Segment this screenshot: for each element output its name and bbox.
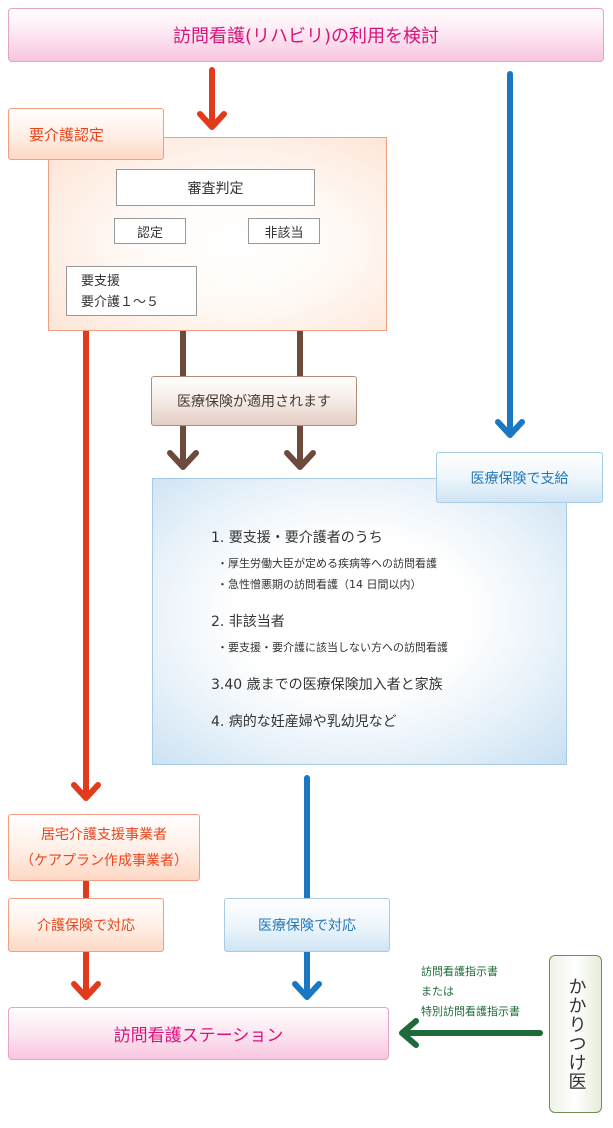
station-box: 訪問看護ステーション — [8, 1007, 389, 1060]
care-cert-label: 要介護認定 — [29, 125, 105, 144]
arrow-banner-to-care-cert — [197, 67, 227, 130]
certified-label: 認定 — [136, 225, 163, 241]
item1-sub1: ・厚生労働大臣が定める疾病等への訪問看護 — [217, 557, 437, 570]
care-manager-box: 居宅介護支援事業者 （ケアプラン作成事業者） — [8, 814, 200, 881]
medical-insurance-handle-label: 医療保険で対応 — [258, 918, 356, 934]
arrow-banner-to-medical-paid — [495, 71, 525, 438]
arrow-medical-handle-to-station — [292, 949, 322, 1000]
support-line2: 要介護１～５ — [81, 295, 160, 310]
top-banner: 訪問看護(リハビリ)の利用を検討 — [8, 8, 604, 62]
support-line1: 要支援 — [81, 274, 121, 289]
medical-insurance-handle-box: 医療保険で対応 — [224, 898, 390, 952]
medical-insurance-paid-label: 医療保険で支給 — [470, 470, 569, 487]
instruction-line3: 特別訪問看護指示書 — [421, 1005, 520, 1018]
review-label: 審査判定 — [187, 180, 244, 197]
medical-insurance-applied-box: 医療保険が適用されます — [151, 376, 357, 426]
certified-box: 認定 — [114, 218, 186, 244]
arrow-care-insurance-to-station — [71, 949, 101, 1000]
station-label: 訪問看護ステーション — [113, 1026, 284, 1046]
item2-sub1: ・要支援・要介護に該当しない方への訪問看護 — [217, 641, 448, 654]
item2-title: 2. 非該当者 — [211, 614, 285, 630]
non-applicable-box: 非該当 — [248, 218, 320, 244]
arrow-doctor-to-station — [399, 1018, 543, 1048]
review-box: 審査判定 — [116, 169, 315, 206]
care-insurance-handle-label: 介護保険で対応 — [37, 918, 135, 934]
support-box: 要支援 要介護１～５ — [66, 266, 197, 316]
arrow-support-to-care-manager — [71, 315, 101, 801]
care-insurance-handle-box: 介護保険で対応 — [8, 898, 164, 952]
instruction-line2: または — [421, 985, 454, 998]
family-doctor-box: かかりつけ医 — [549, 955, 602, 1113]
care-manager-line1: 居宅介護支援事業者 — [41, 826, 167, 843]
instruction-line1: 訪問看護指示書 — [421, 965, 498, 978]
top-banner-text: 訪問看護(リハビリ)の利用を検討 — [172, 26, 440, 47]
instruction-text: 訪問看護指示書 または 特別訪問看護指示書 — [421, 962, 520, 1022]
eligibility-panel: 1. 要支援・要介護者のうち ・厚生労働大臣が定める疾病等への訪問看護 ・急性憎… — [152, 478, 567, 765]
medical-insurance-applied-label: 医療保険が適用されます — [177, 394, 331, 410]
family-doctor-label: かかりつけ医 — [565, 977, 587, 1091]
item3-title: 3.40 歳までの医療保険加入者と家族 — [211, 677, 443, 693]
care-cert-label-box: 要介護認定 — [8, 108, 164, 160]
care-manager-line2: （ケアプラン作成事業者） — [20, 852, 188, 869]
non-applicable-label: 非該当 — [264, 225, 304, 241]
item1-title: 1. 要支援・要介護者のうち — [211, 530, 383, 546]
item4-title: 4. 病的な妊産婦や乳幼児など — [211, 714, 397, 730]
item1-sub2: ・急性憎悪期の訪問看護（14 日間以内） — [217, 578, 422, 591]
medical-insurance-paid-box: 医療保険で支給 — [436, 452, 603, 503]
